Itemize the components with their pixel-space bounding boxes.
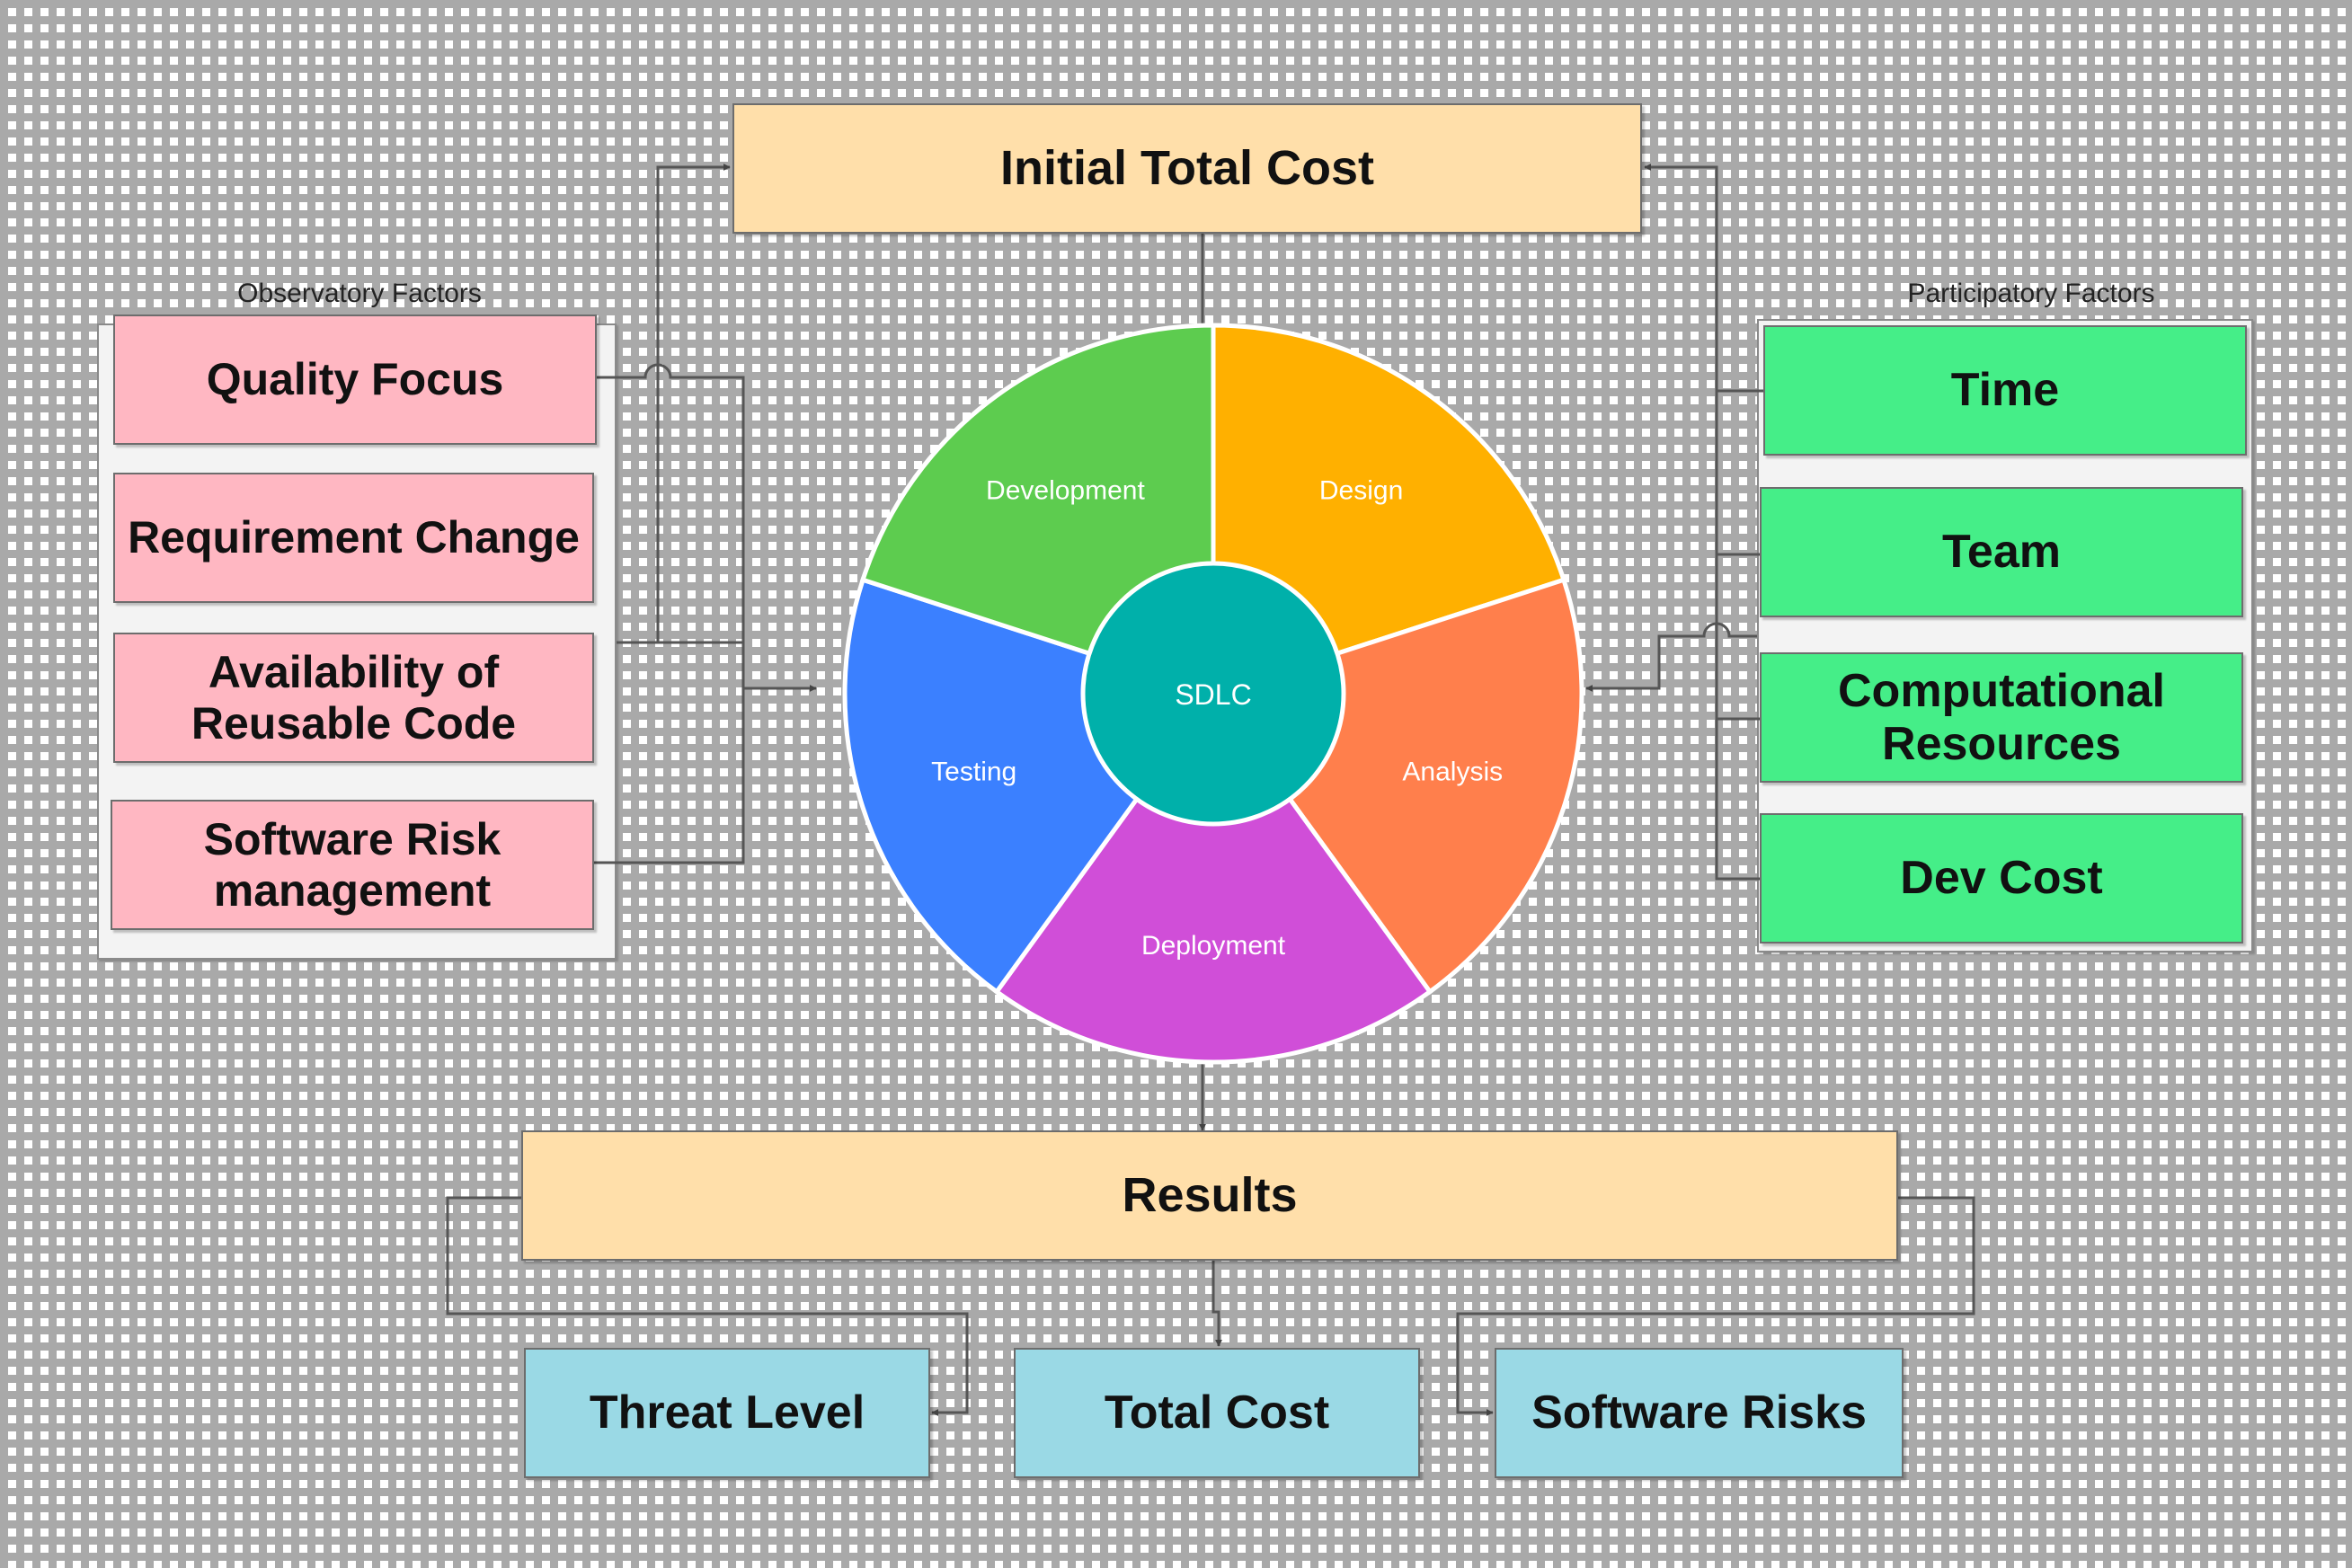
participatory-item-label: Time bbox=[1950, 364, 2060, 417]
participatory-item-computational-resources[interactable]: Computational Resources bbox=[1760, 652, 2243, 783]
result-item-label: Threat Level bbox=[589, 1386, 865, 1440]
sdlc-phase-label: Analysis bbox=[1402, 757, 1503, 787]
observatory-item-software-risk-management[interactable]: Software Risk management bbox=[111, 800, 594, 930]
participatory-item-time[interactable]: Time bbox=[1763, 325, 2247, 456]
sdlc-phase-label: Testing bbox=[931, 757, 1016, 787]
observatory-item-requirement-change[interactable]: Requirement Change bbox=[113, 473, 594, 603]
participatory-factors-caption: Participatory Factors bbox=[1907, 279, 2155, 308]
sdlc-phase-label: Deployment bbox=[1141, 931, 1286, 961]
observatory-item-reusable-code[interactable]: Availability of Reusable Code bbox=[113, 633, 594, 763]
sdlc-center bbox=[1080, 561, 1346, 827]
sdlc-phase-deployment bbox=[993, 689, 1433, 1065]
participatory-item-label: Team bbox=[1942, 526, 2061, 579]
sdlc-center-label: SDLC bbox=[1175, 678, 1251, 711]
observatory-item-label: Quality Focus bbox=[206, 354, 504, 405]
initial-total-cost-label: Initial Total Cost bbox=[1000, 140, 1374, 195]
result-item-total-cost[interactable]: Total Cost bbox=[1014, 1348, 1420, 1478]
observatory-item-label: Requirement Change bbox=[128, 512, 580, 563]
observatory-item-label: Availability of Reusable Code bbox=[191, 647, 517, 749]
result-item-threat-level[interactable]: Threat Level bbox=[524, 1348, 930, 1478]
result-item-label: Software Risks bbox=[1531, 1386, 1867, 1440]
participatory-item-label: Computational Resources bbox=[1838, 664, 2165, 770]
results-label: Results bbox=[1122, 1167, 1298, 1222]
participatory-item-team[interactable]: Team bbox=[1760, 487, 2243, 617]
initial-total-cost-box[interactable]: Initial Total Cost bbox=[732, 103, 1642, 234]
observatory-factors-caption: Observatory Factors bbox=[237, 279, 482, 308]
observatory-item-quality-focus[interactable]: Quality Focus bbox=[113, 314, 597, 445]
observatory-item-label: Software Risk management bbox=[203, 814, 501, 916]
sdlc-phase-label: Design bbox=[1319, 475, 1403, 505]
participatory-item-label: Dev Cost bbox=[1900, 852, 2103, 905]
result-item-software-risks[interactable]: Software Risks bbox=[1495, 1348, 1904, 1478]
result-item-label: Total Cost bbox=[1104, 1386, 1330, 1440]
results-box[interactable]: Results bbox=[521, 1130, 1898, 1261]
participatory-item-dev-cost[interactable]: Dev Cost bbox=[1760, 813, 2243, 943]
sdlc-phase-label: Development bbox=[986, 475, 1145, 505]
